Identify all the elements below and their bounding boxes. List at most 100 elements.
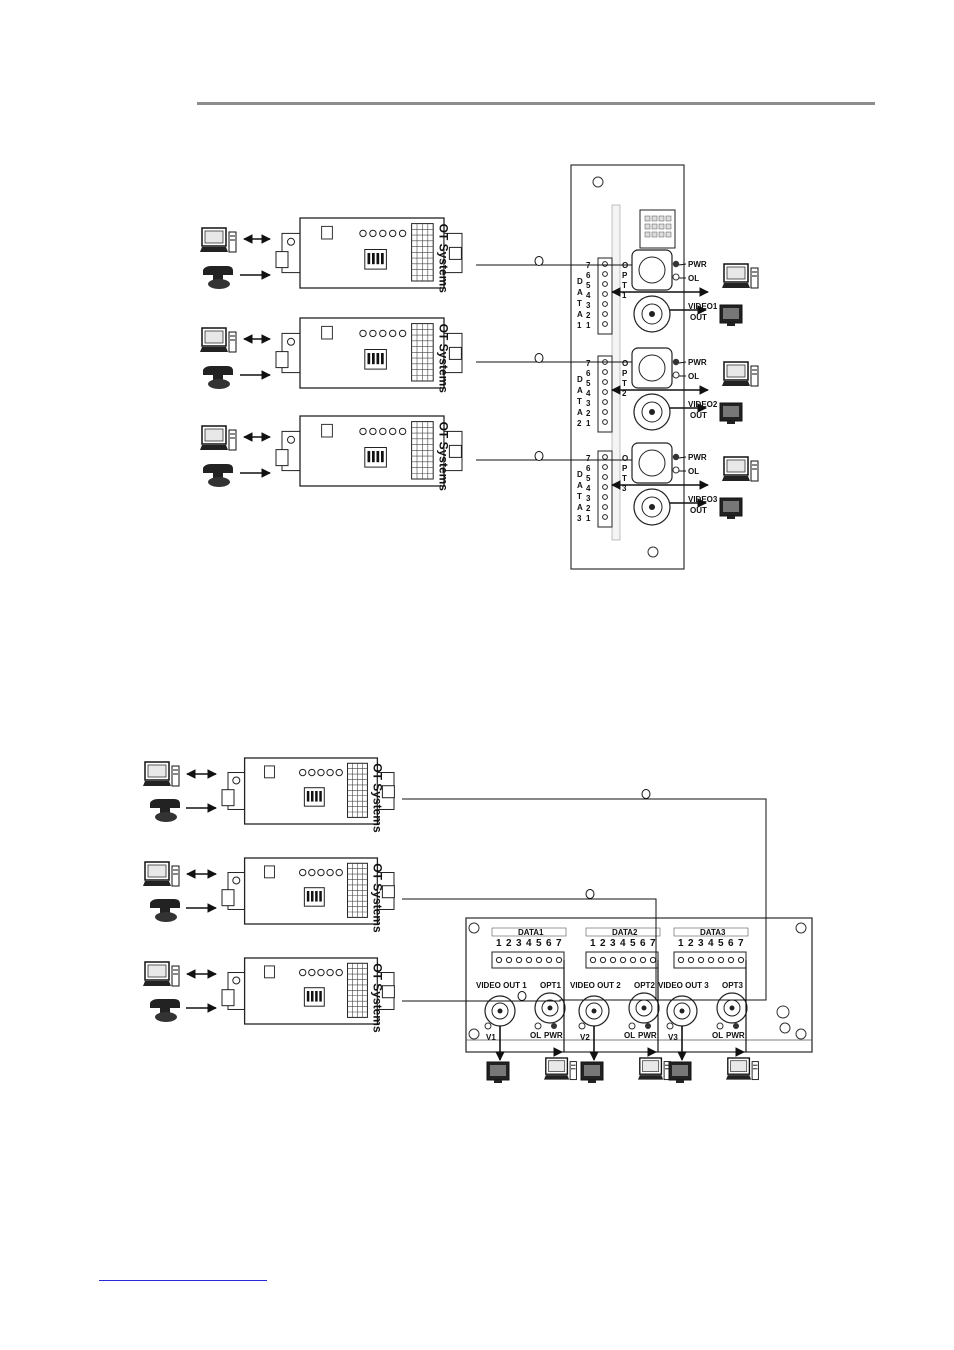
pwr-label: PWR	[688, 358, 707, 367]
opt-port-label: P	[622, 464, 628, 473]
data-port-label: D	[577, 277, 583, 286]
data-port-label: DATA2	[612, 928, 638, 937]
pc-icon	[143, 861, 180, 887]
bnc-video-in	[275, 251, 289, 269]
pwr-led	[645, 1023, 651, 1029]
pin-number: 5	[586, 474, 591, 483]
status-led	[359, 329, 367, 338]
data-port-label: A	[577, 503, 583, 512]
fiber-cable	[402, 999, 746, 1002]
bnc-video-in	[221, 789, 235, 807]
pin-number: 6	[728, 938, 734, 949]
data-port-label: A	[577, 481, 583, 490]
video-out-label: OUT	[690, 411, 707, 420]
ol-label: OL	[688, 372, 699, 381]
status-led	[335, 868, 343, 877]
pwr-label: PWR	[688, 453, 707, 462]
mount-screw	[795, 1028, 807, 1040]
pin-number: 3	[516, 938, 522, 949]
video-channel-label: V2	[580, 1033, 590, 1042]
pin-number: 6	[546, 938, 552, 949]
pwr-led	[551, 1023, 557, 1029]
brand-label: OT Systems	[370, 863, 384, 933]
status-led	[317, 968, 325, 977]
video-out-label: VIDEO OUT 2	[570, 981, 621, 990]
fiber-port	[448, 246, 462, 260]
pc-icon	[143, 761, 180, 787]
dip-switch	[303, 887, 325, 907]
brand-label: OT Systems	[437, 422, 451, 492]
status-led	[308, 868, 316, 877]
monitor-icon	[719, 402, 743, 424]
pwr-label: PWR	[544, 1031, 563, 1040]
mount-screw	[647, 546, 659, 558]
mount-screw	[468, 1028, 480, 1040]
opt-port-label: OPT3	[722, 981, 743, 990]
data-port-label: D	[577, 375, 583, 384]
status-led	[308, 968, 316, 977]
pwr-led	[672, 453, 680, 461]
fiber-transmitter: OT Systems	[221, 757, 395, 833]
camera-icon	[150, 899, 180, 922]
opt-port-label: T	[622, 379, 627, 388]
status-led	[317, 768, 325, 777]
fiber-transmitter: OT Systems	[221, 957, 395, 1033]
pin-number: 6	[586, 369, 591, 378]
pin-number: 3	[610, 938, 616, 949]
status-led	[398, 329, 407, 338]
brand-label: OT Systems	[437, 324, 451, 394]
pin-number: 1	[586, 514, 591, 523]
opt-port-label: T	[622, 281, 627, 290]
status-led	[299, 868, 307, 877]
status-led	[389, 329, 397, 338]
data-port-label: A	[577, 310, 583, 319]
pin-number: 1	[678, 938, 684, 949]
status-led	[299, 968, 307, 977]
data-port-label: T	[577, 397, 582, 406]
ol-led	[672, 466, 680, 474]
pin-number: 4	[620, 938, 626, 949]
pin-number: 7	[586, 454, 591, 463]
pc-icon	[726, 1057, 759, 1081]
pin-number: 5	[586, 281, 591, 290]
fiber-loop-marker	[641, 789, 651, 799]
dip-switch	[303, 787, 325, 807]
camera-icon	[150, 999, 180, 1022]
opt-port-label: O	[622, 454, 628, 463]
ol-label: OL	[688, 467, 699, 476]
status-led	[369, 229, 377, 238]
pin-number: 2	[586, 311, 591, 320]
footer-link[interactable]	[99, 1266, 267, 1281]
bnc-video-in	[221, 889, 235, 907]
status-led	[484, 1022, 492, 1030]
fiber-port	[381, 785, 395, 799]
camera-icon	[203, 366, 233, 389]
pin-number: 7	[556, 938, 562, 949]
ol-led	[672, 371, 680, 379]
pc-icon	[200, 227, 237, 253]
pin-number: 3	[586, 399, 591, 408]
pc-icon	[544, 1057, 577, 1081]
fiber-loop-marker	[534, 451, 544, 461]
ol-label: OL	[624, 1031, 635, 1040]
pin-number: 5	[586, 379, 591, 388]
status-led	[335, 768, 343, 777]
ol-led	[534, 1022, 542, 1030]
data-port-label: A	[577, 408, 583, 417]
ol-led	[672, 273, 680, 281]
pin-number: 7	[650, 938, 656, 949]
data-port-label: 1	[577, 321, 582, 330]
pwr-led	[672, 358, 680, 366]
bnc-video-in	[221, 989, 235, 1007]
ol-label: OL	[530, 1031, 541, 1040]
status-led	[326, 768, 334, 777]
video-out-label: VIDEO OUT 1	[476, 981, 527, 990]
ol-led	[716, 1022, 724, 1030]
status-led	[578, 1022, 586, 1030]
status-led	[379, 329, 387, 338]
monitor-icon	[668, 1061, 692, 1083]
brand-label: OT Systems	[437, 224, 451, 294]
pin-number: 2	[600, 938, 606, 949]
mount-screw	[468, 922, 480, 934]
